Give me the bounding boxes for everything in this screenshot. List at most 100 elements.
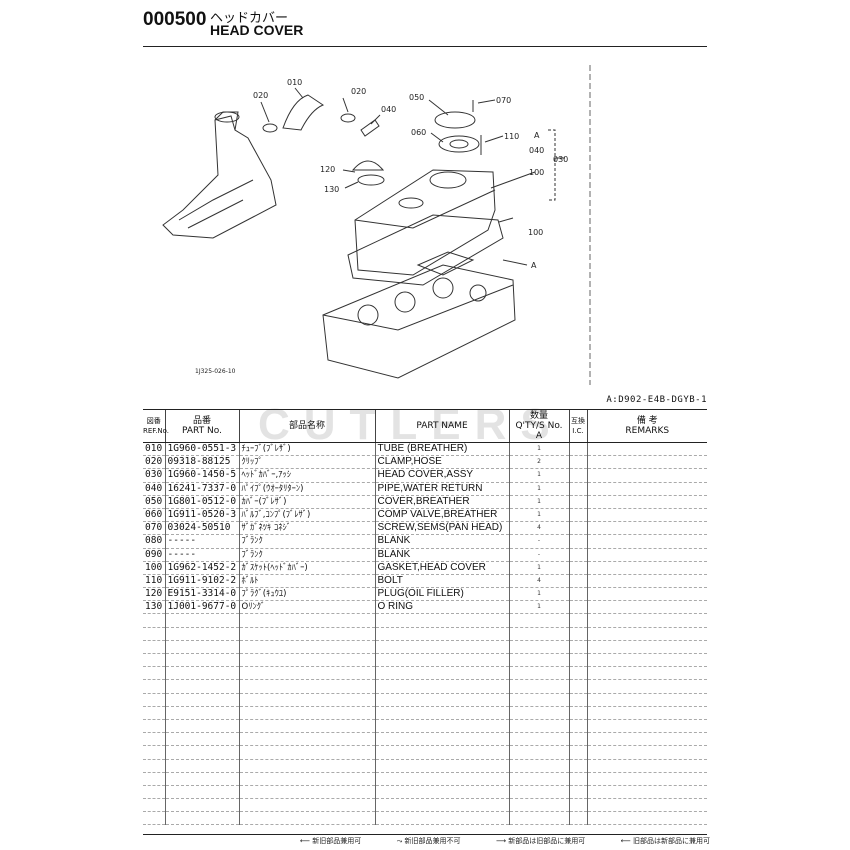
table-row-empty	[143, 640, 707, 655]
cell-empty	[143, 719, 165, 734]
table-row-empty	[143, 613, 707, 628]
cell-empty	[143, 653, 165, 668]
cell-empty	[164, 613, 239, 628]
callout-130: 130	[324, 185, 339, 194]
cell-empty	[164, 719, 239, 734]
callout-040: 040	[381, 105, 396, 114]
cell-ref: 100	[143, 561, 165, 575]
cell-name-en: COMP VALVE,BREATHER	[374, 508, 509, 523]
cell-empty	[143, 679, 165, 694]
cell-empty	[586, 759, 707, 773]
cell-empty	[568, 561, 587, 575]
cell-part-no: 09318-88125	[164, 455, 239, 470]
cell-empty	[164, 798, 239, 813]
cell-name-en: PIPE,WATER RETURN	[374, 482, 509, 496]
col-ref: 図番 REF.No.	[143, 409, 169, 443]
header-rule	[143, 46, 707, 47]
cell-name-jp: ﾍｯﾄﾞｶﾊﾞｰ,ｱｯｼ	[238, 468, 375, 483]
cell-empty	[568, 732, 587, 747]
cell-empty	[164, 679, 239, 694]
cell-name-jp: ﾌﾟﾗｸﾞ(ｷｭｳﾕ)	[238, 587, 375, 602]
cell-empty	[568, 653, 587, 668]
cell-empty	[568, 574, 587, 589]
cell-empty	[143, 666, 165, 681]
cell-empty	[568, 719, 587, 734]
cell-empty	[238, 640, 375, 655]
cell-name-jp: Oﾘﾝｸﾞ	[238, 600, 375, 615]
footer-legend: ⟵ 新旧部品兼用可 ⤳ 新旧部品兼用不可 ⟶ 新部品は旧部品に兼用可 ⟵ 旧部品…	[300, 836, 710, 846]
cell-empty	[164, 627, 239, 641]
cell-empty	[586, 811, 707, 826]
cell-empty	[508, 613, 569, 628]
cell-name-en: HEAD COVER,ASSY	[374, 468, 509, 483]
cell-empty	[586, 706, 707, 720]
cell-part-no: E9151-3314-0	[164, 587, 239, 602]
cell-ref: 050	[143, 495, 165, 509]
cell-empty	[374, 798, 509, 813]
cell-empty	[568, 811, 587, 826]
table-row-empty	[143, 745, 707, 760]
table-row-empty	[143, 732, 707, 747]
cell-empty	[164, 693, 239, 707]
cell-name-en: CLAMP,HOSE	[374, 455, 509, 470]
cell-empty	[586, 495, 707, 509]
parts-table: 図番 REF.No. 品番 PART No. 部品名称 PART NAME 数量…	[143, 409, 707, 826]
cell-name-jp: ｶﾊﾞｰ(ﾌﾞﾚｻﾞ)	[238, 495, 375, 509]
cell-empty	[568, 468, 587, 483]
cell-empty	[586, 600, 707, 615]
cell-empty	[508, 627, 569, 641]
table-row-empty	[143, 706, 707, 720]
cell-ref: 120	[143, 587, 165, 602]
cell-empty	[586, 693, 707, 707]
cell-empty	[238, 811, 375, 826]
cell-name-jp: ﾊﾟｲﾌﾟ(ｳｵｰﾀﾘﾀｰﾝ)	[238, 482, 375, 496]
cell-empty	[586, 745, 707, 760]
cell-empty	[164, 785, 239, 800]
cell-part-no: 1G801-0512-0	[164, 495, 239, 509]
cell-empty	[586, 785, 707, 800]
cell-qty: -	[508, 548, 569, 562]
cell-empty	[586, 508, 707, 523]
cell-empty	[568, 693, 587, 707]
cell-empty	[568, 640, 587, 655]
col-name-jp: 部品名称	[238, 409, 375, 443]
table-row-empty	[143, 719, 707, 734]
callout-110: 110	[504, 132, 519, 141]
cell-qty: 2	[508, 455, 569, 470]
cell-empty	[568, 759, 587, 773]
callout-010: 010	[287, 78, 302, 87]
cell-empty	[568, 745, 587, 760]
cell-empty	[238, 759, 375, 773]
cell-qty: 1	[508, 587, 569, 602]
callout-a2: A	[531, 261, 537, 270]
cell-empty	[568, 495, 587, 509]
cell-qty: 1	[508, 482, 569, 496]
cell-empty	[164, 640, 239, 655]
callout-050: 050	[409, 93, 424, 102]
cell-name-en: PLUG(OIL FILLER)	[374, 587, 509, 602]
cell-empty	[164, 745, 239, 760]
col-remarks: 備 考 REMARKS	[586, 409, 707, 443]
legend-item: ⟵ 新旧部品兼用可	[300, 837, 362, 845]
cell-empty	[143, 798, 165, 813]
cell-empty	[586, 666, 707, 681]
cell-empty	[374, 811, 509, 826]
legend-item: ⟶ 新部品は旧部品に兼用可	[496, 837, 586, 845]
cell-ref: 020	[143, 455, 165, 470]
cell-empty	[238, 653, 375, 668]
callout-040b: 040	[529, 146, 544, 155]
cell-empty	[568, 455, 587, 470]
cell-name-jp: ﾁｭｰﾌﾞ(ﾌﾞﾚｻﾞ)	[238, 442, 375, 457]
cell-empty	[164, 759, 239, 773]
cell-empty	[143, 759, 165, 773]
cell-qty: 1	[508, 442, 569, 457]
cell-empty	[508, 693, 569, 707]
cell-empty	[508, 798, 569, 813]
cell-ref: 070	[143, 521, 165, 536]
cell-ref: 060	[143, 508, 165, 523]
